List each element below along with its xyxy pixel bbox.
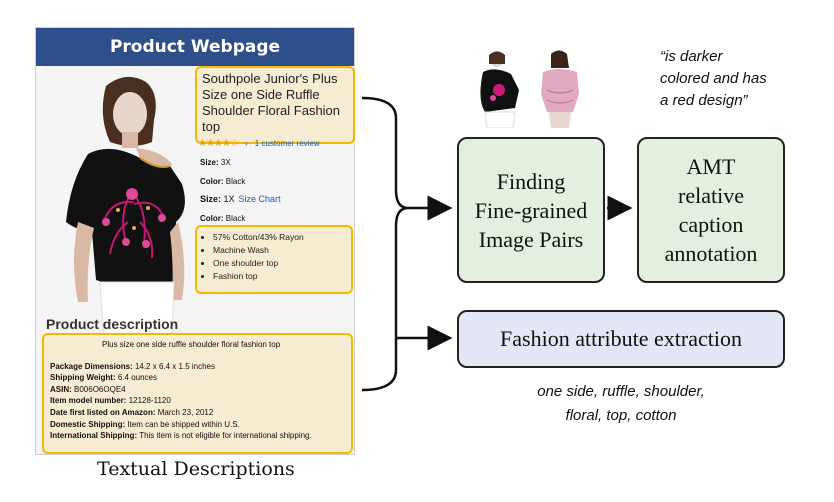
color-value: Black xyxy=(225,177,246,186)
feature-bullet: Machine Wash xyxy=(213,244,345,257)
node-label: Fashion attribute extraction xyxy=(500,326,742,351)
amt-annotation-node: AMT relative caption annotation xyxy=(637,137,785,283)
product-model-photo xyxy=(48,72,218,337)
color-label: Color: xyxy=(200,177,224,186)
description-row: Date first listed on Amazon: March 23, 2… xyxy=(50,407,214,417)
size-small-row: Size: 3X xyxy=(200,158,231,167)
description-lead: Plus size one side ruffle shoulder flora… xyxy=(102,340,281,349)
image-pair-thumbnails xyxy=(475,50,587,128)
description-row: International Shipping: This item is not… xyxy=(50,431,312,441)
extracted-attributes-caption: one side, ruffle, shoulder, floral, top,… xyxy=(490,380,752,428)
fashion-attribute-extraction-node: Fashion attribute extraction xyxy=(457,310,785,368)
quote-line: a red design” xyxy=(660,92,748,109)
node-line: Finding xyxy=(496,168,566,194)
description-row: Package Dimensions: 14.2 x 6.4 x 1.5 inc… xyxy=(50,361,215,371)
quote-line: “is darker xyxy=(660,48,723,65)
size-label: Size: xyxy=(200,158,219,167)
quote-line: colored and has xyxy=(660,70,767,87)
color-value: Black xyxy=(225,214,246,223)
review-link[interactable]: 1 customer review xyxy=(254,139,320,148)
product-title-highlight: Southpole Junior's Plus Size one Side Ru… xyxy=(195,66,355,144)
size-value: 3X xyxy=(220,158,231,167)
color-big-row: Color: Black xyxy=(200,214,245,223)
pink-top-thumbnail xyxy=(541,50,579,128)
attribute-line: one side, ruffle, shoulder, xyxy=(537,383,705,400)
node-line: AMT xyxy=(686,154,736,179)
black-top-thumbnail xyxy=(480,51,519,128)
textual-descriptions-caption: Textual Descriptions xyxy=(97,458,295,480)
node-line: caption xyxy=(678,212,744,237)
size-value: 1X xyxy=(223,194,235,204)
feature-bullet: Fashion top xyxy=(213,270,345,283)
size-label: Size: xyxy=(200,194,222,204)
feature-bullets-highlight: 57% Cotton/43% Rayon Machine Wash One sh… xyxy=(195,225,353,294)
description-row: Item model number: 12128-1120 xyxy=(50,396,171,406)
rating-row: ★★★★☆▼ 1 customer review xyxy=(198,138,320,149)
description-highlight: Plus size one side ruffle shoulder flora… xyxy=(42,333,353,454)
star-rating-icon: ★★★★☆ xyxy=(198,138,239,149)
feature-bullet: One shoulder top xyxy=(213,257,345,270)
description-row: Domestic Shipping: Item can be shipped w… xyxy=(50,419,240,429)
feature-bullet-list: 57% Cotton/43% Rayon Machine Wash One sh… xyxy=(203,231,345,283)
attribute-line: floral, top, cotton xyxy=(565,407,677,424)
product-title: Southpole Junior's Plus Size one Side Ru… xyxy=(202,71,341,134)
webpage-header: Product Webpage xyxy=(36,28,354,66)
description-row: ASIN: B006O6OQE4 xyxy=(50,384,126,394)
finding-image-pairs-node: Finding Fine-grained Image Pairs xyxy=(457,137,605,283)
color-small-row: Color: Black xyxy=(200,177,245,186)
product-webpage-panel: Product Webpage xyxy=(35,27,355,455)
node-line: annotation xyxy=(664,241,758,266)
node-line: Image Pairs xyxy=(478,226,584,252)
node-line: Fine-grained xyxy=(474,197,588,223)
description-heading: Product description xyxy=(46,316,179,332)
node-line: relative xyxy=(678,183,744,208)
color-label: Color: xyxy=(200,214,224,223)
feature-bullet: 57% Cotton/43% Rayon xyxy=(213,231,345,244)
chevron-down-icon: ▼ xyxy=(242,141,250,148)
relative-caption-quote: “is darker colored and has a red design” xyxy=(660,46,767,112)
right-brace xyxy=(361,96,409,392)
description-row: Shipping Weight: 6.4 ounces xyxy=(50,373,157,383)
size-chart-link[interactable]: Size Chart xyxy=(238,194,281,204)
